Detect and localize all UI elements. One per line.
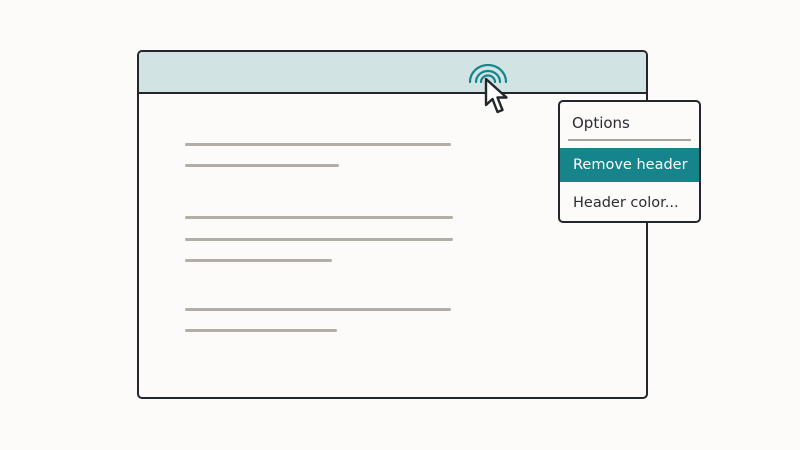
text-line-7 (185, 329, 337, 332)
text-line-1 (185, 143, 451, 146)
text-line-6 (185, 308, 451, 311)
text-line-5 (185, 259, 332, 262)
text-line-3 (185, 216, 453, 219)
header-color-menu-item[interactable]: Header color... (573, 195, 679, 211)
text-line-2 (185, 164, 339, 167)
text-line-4 (185, 238, 453, 241)
context-menu: Options Remove header Header color... (558, 100, 701, 223)
remove-header-menu-item[interactable]: Remove header (560, 148, 699, 182)
menu-title: Options (572, 114, 630, 132)
document-header[interactable] (139, 52, 646, 94)
arrow-cursor-icon (484, 77, 508, 114)
click-ripple-icon (468, 63, 508, 84)
menu-divider (568, 139, 691, 141)
